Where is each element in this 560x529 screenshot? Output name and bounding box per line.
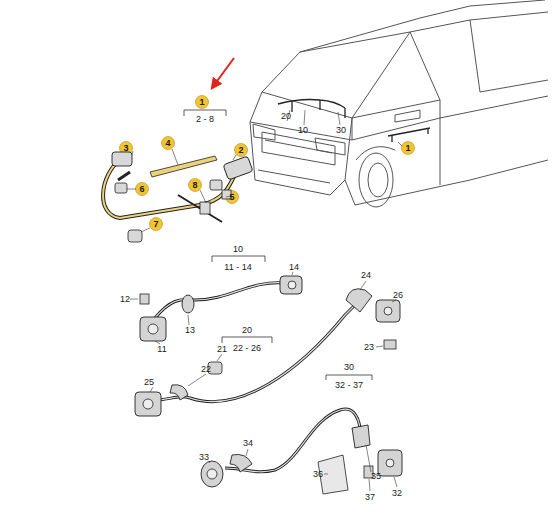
part-number: 36 (313, 470, 323, 479)
callout-number: 2 (238, 146, 243, 155)
part-number: 13 (185, 326, 195, 335)
callout-number: 7 (153, 220, 158, 229)
part-number: 24 (361, 271, 371, 280)
part-number: 2 - 8 (196, 115, 214, 124)
van-leaders (287, 110, 402, 146)
part-number: 14 (289, 263, 299, 272)
part-number: 34 (243, 439, 253, 448)
callout-number: 1 (199, 98, 204, 107)
harness-20-leaders (150, 281, 396, 392)
part-number: 30 (336, 126, 346, 135)
part-number: 20 (242, 326, 252, 335)
callout-number: 1 (405, 144, 410, 153)
part-number: 35 (371, 472, 381, 481)
part-number: 32 - 37 (335, 381, 363, 390)
top-leaders (127, 149, 236, 232)
harness-30 (201, 409, 402, 494)
part-number: 37 (365, 493, 375, 502)
part-number: 25 (144, 378, 154, 387)
part-number: 21 (217, 345, 227, 354)
part-number: 22 - 26 (233, 344, 261, 353)
harness-30-leaders (209, 445, 397, 491)
part-number: 32 (392, 489, 402, 498)
van-outline (250, 0, 548, 207)
callout-number: 8 (192, 181, 197, 190)
part-number: 23 (364, 343, 374, 352)
part-number: 11 - 14 (224, 263, 251, 272)
part-number: 11 (157, 345, 166, 354)
part-number: 33 (199, 453, 209, 462)
callout-number: 3 (123, 144, 128, 153)
part-number: 10 (233, 245, 243, 254)
part-number: 26 (393, 291, 403, 300)
callout-number: 6 (139, 185, 144, 194)
part-number: 22 (201, 365, 211, 374)
harness-10-leaders (130, 272, 293, 344)
harness-20 (135, 289, 400, 416)
part-number: 20 (281, 112, 291, 121)
pointer-arrow (212, 58, 234, 88)
callout-number: 5 (229, 193, 234, 202)
part-number: 12 (120, 295, 130, 304)
callout-number: 4 (165, 139, 170, 148)
group-brackets (184, 110, 372, 380)
part-number: 30 (344, 363, 354, 372)
harness-1 (103, 152, 253, 242)
van-wiring (278, 100, 430, 143)
part-number: 10 (298, 126, 308, 135)
harness-10 (140, 276, 302, 341)
